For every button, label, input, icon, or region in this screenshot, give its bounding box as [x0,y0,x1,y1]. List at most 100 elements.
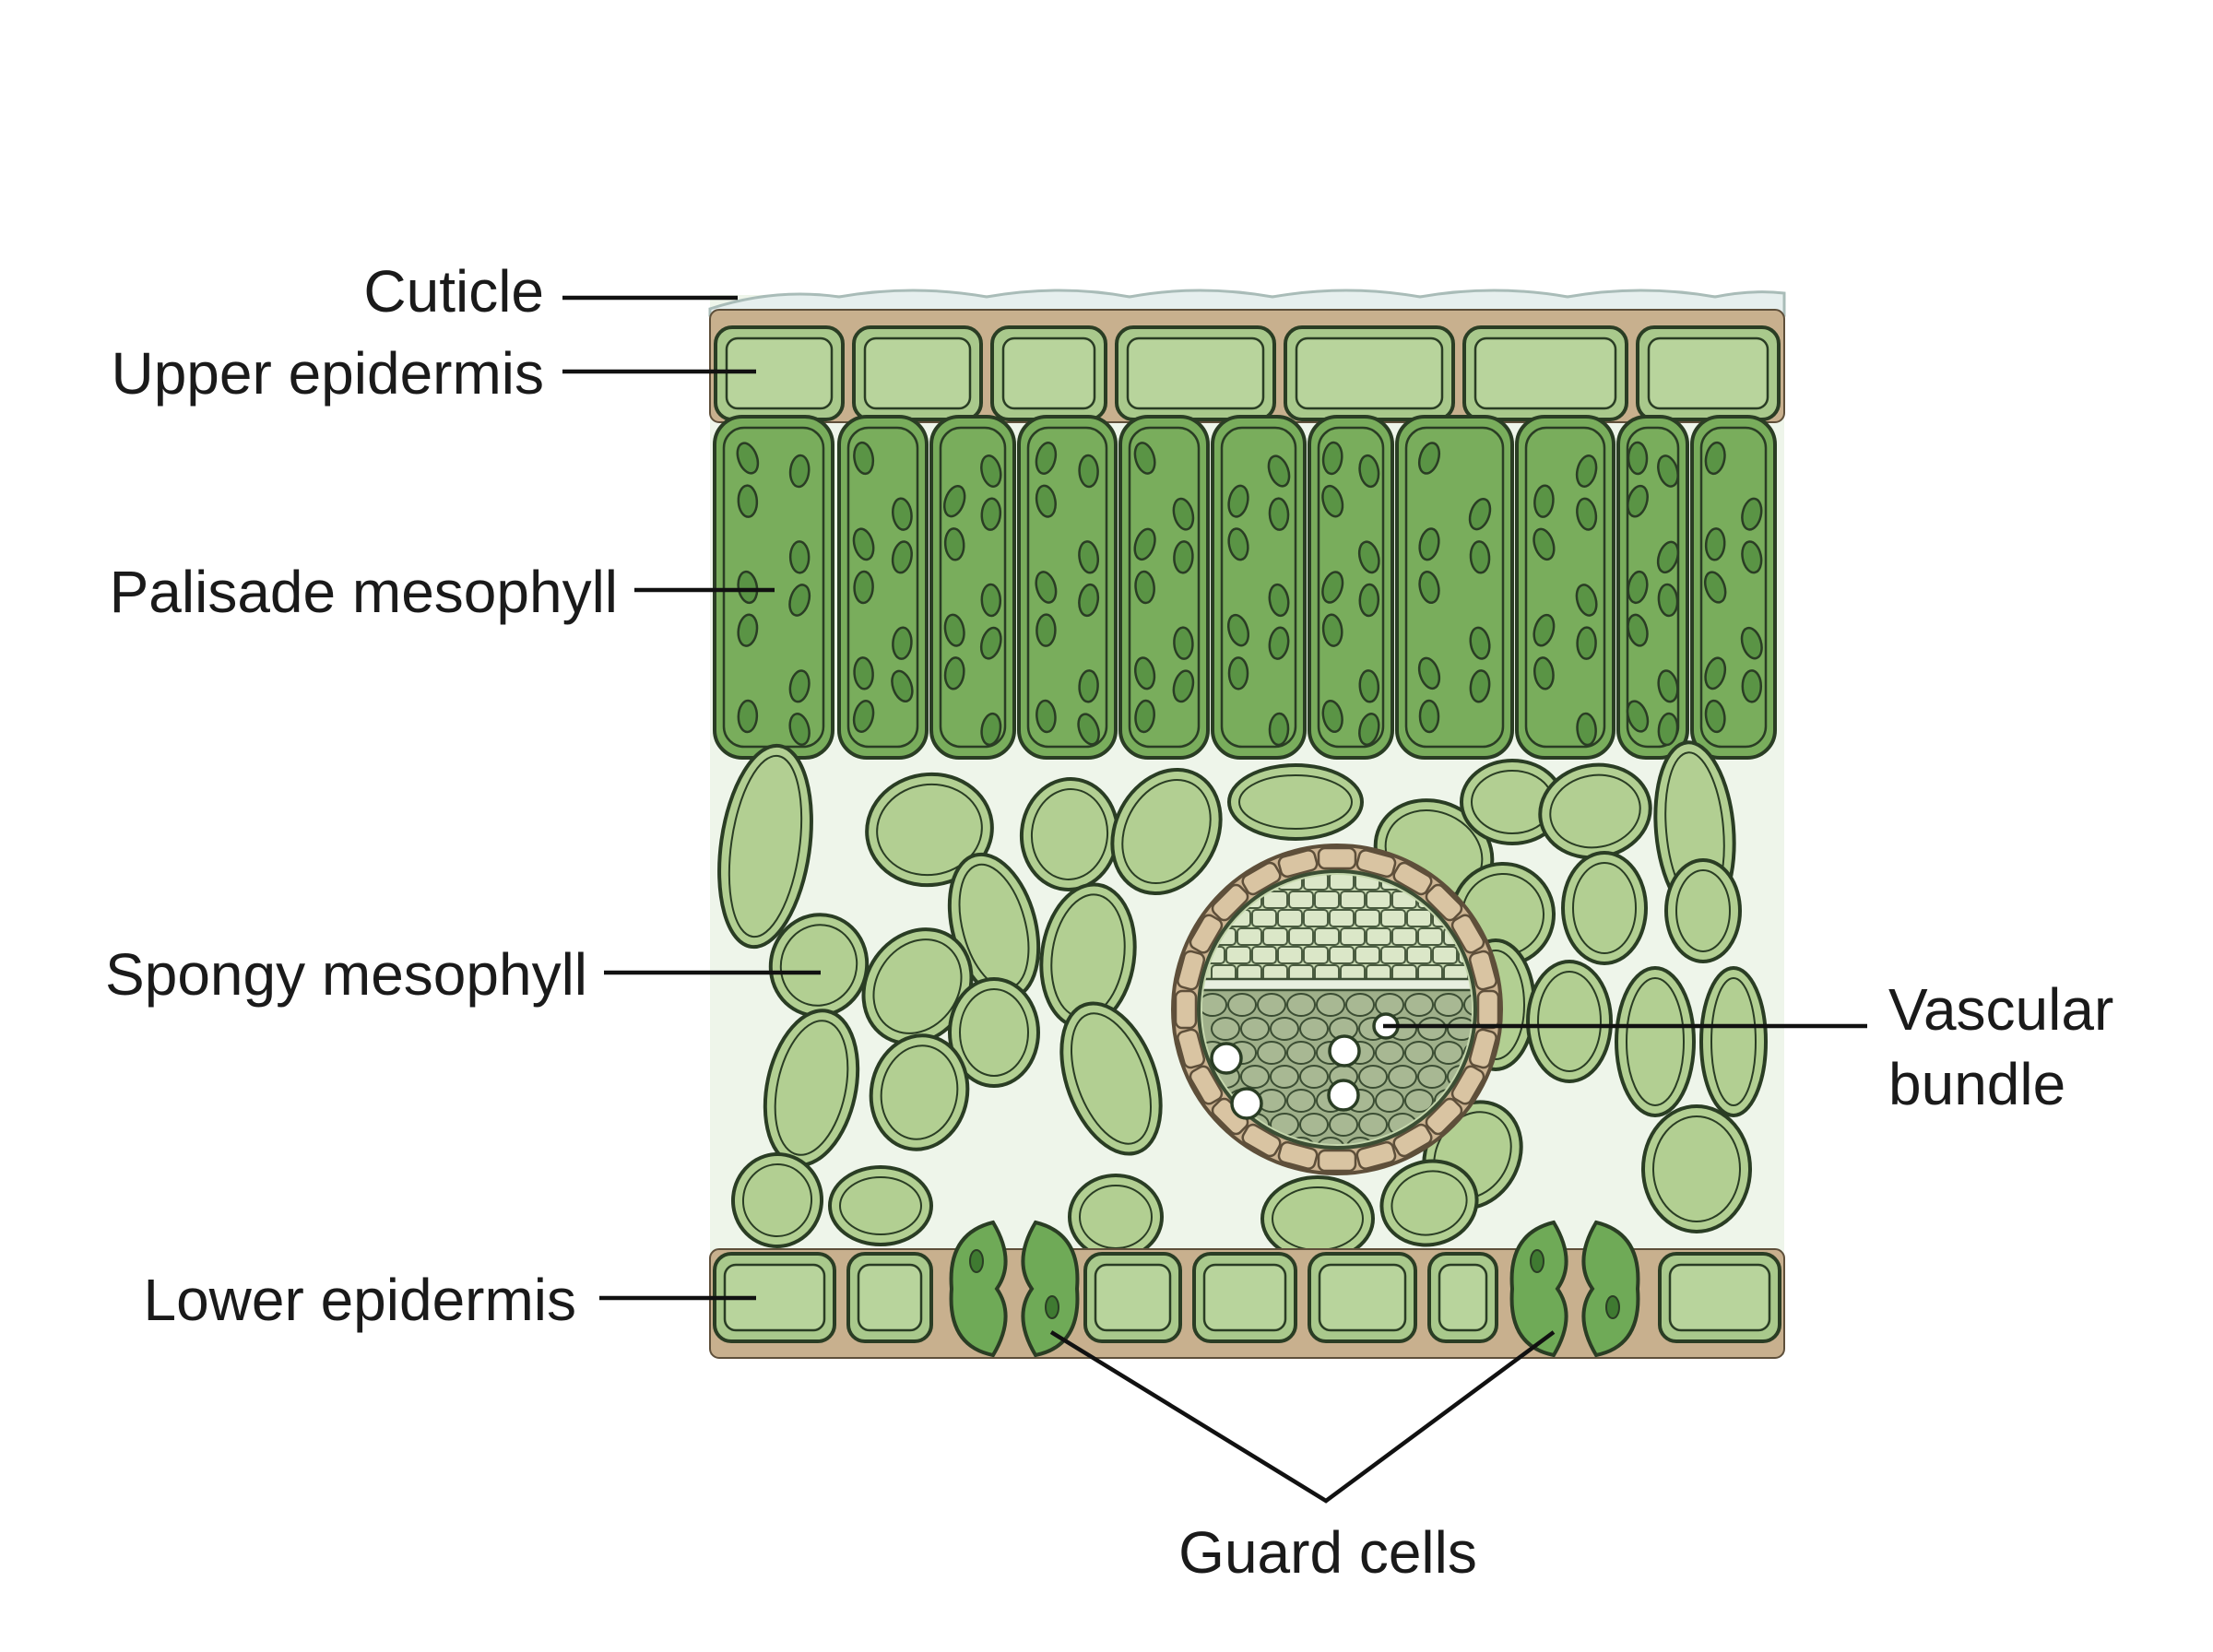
chloroplast [1134,570,1155,605]
phloem-cell [1303,909,1329,927]
bundle-sheath-cell [1174,989,1198,1030]
spongy-cell [1526,960,1613,1083]
phloem-cell [1288,891,1314,909]
chloroplast [1626,700,1650,733]
chloroplast [788,669,811,703]
bundle-sheath-cell [1425,883,1463,922]
spongy-cell [869,1033,970,1151]
chloroplast [788,713,811,746]
chloroplast [1172,669,1195,703]
phloem-cell [1432,946,1458,964]
upper-epidermis-cell-inner [1473,336,1617,410]
label-cuticle: Cuticle [363,258,544,324]
bundle-sheath-cell [1450,914,1485,954]
chloroplast [1358,454,1380,489]
phloem-cell [1251,909,1277,927]
phloem-cell [1391,927,1417,946]
chloroplast [1227,484,1249,518]
bundle-sheath-cell [1189,1065,1224,1105]
chloroplast [1321,571,1344,604]
palisade-cell [837,415,929,760]
chloroplast [1268,626,1290,660]
upper-epidermis-cell-inner [1295,336,1444,410]
phloem-cell [1340,891,1366,909]
chloroplast [1268,712,1290,747]
guard-cell [1581,1220,1640,1358]
labels: Cuticle Upper epidermis Palisade mesophy… [105,258,2113,1586]
spongy-cell-inner [1710,977,1757,1106]
chloroplast [1133,442,1156,475]
bundle-sheath-cell [1277,1140,1319,1170]
bundle-sheath-cell [1317,846,1357,870]
chloroplast [737,484,759,518]
spongy-cell [1561,851,1648,965]
chloroplast [788,584,811,617]
phloem-cell [1329,875,1355,891]
chloroplast [1227,527,1249,561]
palisade-cell-inner [1524,426,1606,749]
bundle-sheath-cells [1174,846,1500,1173]
bundle-sheath-cell [1241,1123,1282,1158]
palisade-cell-inner [846,426,919,749]
chloroplast [1657,712,1679,747]
vascular-bundle [1171,844,1503,1175]
phloem-cell [1303,946,1329,964]
xylem-cell [1447,1017,1472,1041]
chloroplast [892,497,913,531]
guard-cell [949,1220,1008,1358]
spongy-cell-inner [880,1044,959,1140]
lower-epidermis-cell-inner [1202,1263,1287,1332]
chloroplast [1417,656,1441,690]
phloem-cell [1406,946,1432,964]
chloroplast [1321,613,1343,647]
chloroplast [980,583,1002,618]
bundle-sheath-cell [1468,950,1497,991]
spongy-cell-inner [1238,774,1353,830]
palisade-cell-inner [1317,426,1385,749]
spongy-cell [1379,1159,1479,1247]
spongy-cell-inner [959,988,1029,1077]
chloroplast [1657,669,1679,703]
xylem-cell [1434,1041,1463,1065]
chloroplast [1078,583,1100,618]
palisade-cell [929,415,1016,760]
xylem-cell [1240,1065,1270,1089]
chloroplast [1358,713,1380,746]
xylem-cell [1286,1041,1316,1065]
bundle-sheath-cell [1355,849,1397,879]
xylem-cell [1257,993,1286,1017]
chloroplast [737,699,759,734]
chloroplast [1627,613,1649,647]
chloroplast [1358,669,1380,703]
xylem-cell [1404,1041,1434,1065]
chloroplast [853,570,874,605]
label-upper-epidermis: Upper epidermis [111,340,544,407]
bundle-sheath-cell [1355,1140,1397,1170]
lower-epidermis-cell-inner [1318,1263,1407,1332]
chloroplast [1469,669,1491,703]
xylem-cell [1358,1065,1388,1089]
chloroplast [1533,656,1555,690]
guard-cell [1509,1220,1568,1358]
xylem-cell [1286,993,1316,1017]
xylem-cell [1202,993,1227,1017]
phloem-cell [1288,927,1314,946]
leader-lines [562,295,1867,1504]
upper-epidermis-cell-inner [1001,336,1096,410]
upper-epidermis-cell-inner [1647,336,1769,410]
upper-epidermis-cells [714,325,1781,421]
palisade-cell-inner [1220,426,1297,749]
spongy-cell-inner [1626,977,1685,1106]
phloem-cell [1355,946,1380,964]
phloem-cell [1380,909,1406,927]
palisade-cell [713,415,834,760]
spongy-cell [1615,966,1696,1117]
spongy-cell-inner [1537,971,1602,1072]
label-palisade-mesophyll: Palisade mesophyll [110,559,618,625]
chloroplast [788,540,811,574]
xylem-cell [1375,1089,1404,1113]
xylem-cell [1404,1089,1434,1113]
xylem-vessel [1230,1087,1263,1120]
spongy-cell [1068,1174,1164,1260]
spongy-cell-inner [839,1176,922,1235]
